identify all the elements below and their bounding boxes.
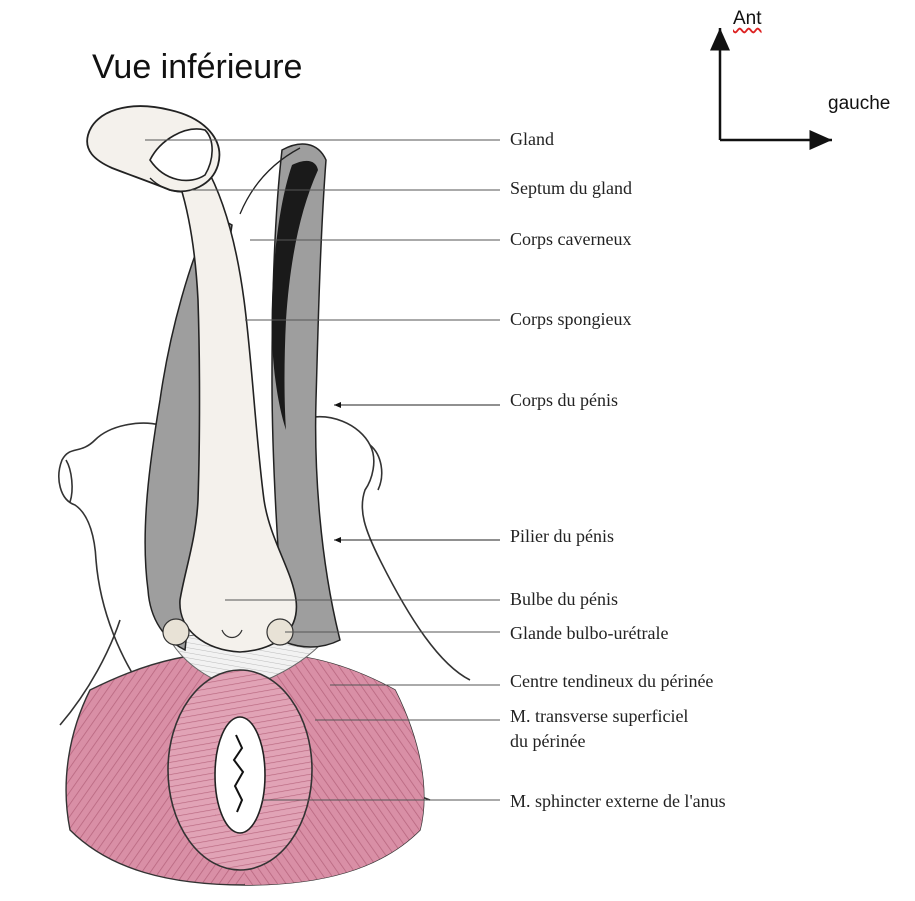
orientation-axes: [720, 28, 832, 140]
label-centre: Centre tendineux du périnée: [510, 670, 713, 693]
left-scrotal-edge: [66, 460, 72, 502]
anus: [215, 717, 265, 833]
label-transverse-line2: du périnée: [510, 730, 585, 753]
label-gland: Gland: [510, 128, 554, 151]
label-transverse-line1: M. transverse superficiel: [510, 705, 688, 728]
label-glande: Glande bulbo-urétrale: [510, 622, 668, 645]
glans: [87, 106, 219, 192]
label-corps-spongieux: Corps spongieux: [510, 308, 632, 331]
label-corps-caverneux: Corps caverneux: [510, 228, 631, 251]
bulbourethral-gland-left: [163, 619, 189, 645]
perineal-muscles: [66, 633, 424, 885]
label-sphincter: M. sphincter externe de l'anus: [510, 790, 726, 813]
right-scrotal-edge: [370, 445, 382, 490]
label-corps-penis: Corps du pénis: [510, 389, 618, 412]
label-septum: Septum du gland: [510, 177, 632, 200]
label-bulbe: Bulbe du pénis: [510, 588, 618, 611]
label-pilier: Pilier du pénis: [510, 525, 614, 548]
